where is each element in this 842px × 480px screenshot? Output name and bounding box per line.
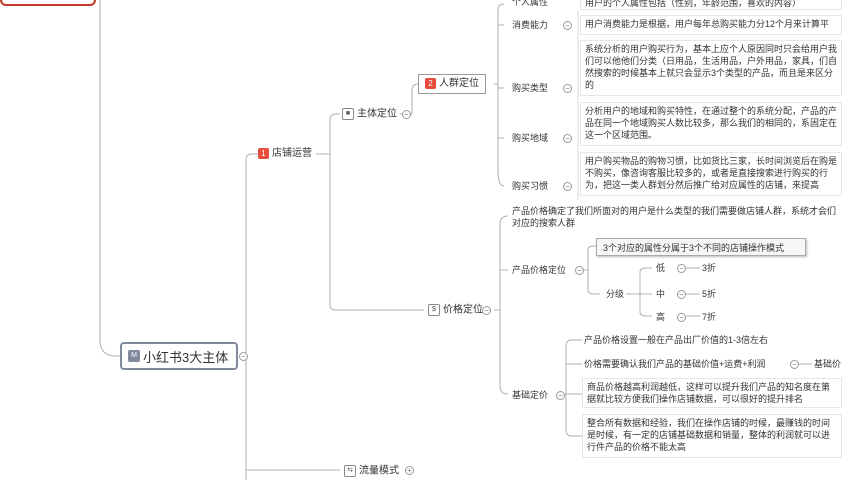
flow-icon: ⇆ [344,465,356,477]
grade-discount-low[interactable]: 3折 [702,263,717,273]
grade-level-mid[interactable]: 中 [656,289,666,299]
node-product-price[interactable]: 产品价格定位 [512,265,567,275]
row-label-purchase-habit[interactable]: 购买习惯 [512,181,549,191]
target-icon: ■ [342,108,354,120]
collapse-toggle-consumption[interactable]: − [563,21,572,30]
node-base-pricing[interactable]: 基础定价 [512,390,549,400]
row-text-purchase-type: 系统分析的用户购买行为，基本上应个人原因同时只会给用户我们可以他他们分类（日用品… [580,40,842,96]
root-node[interactable]: M 小红书3大主体 [120,342,238,370]
row-label-consumption[interactable]: 消费能力 [512,20,549,30]
selected-node-edge[interactable] [0,0,96,6]
collapse-toggle-main[interactable]: − [402,110,411,119]
collapse-toggle-traffic[interactable]: + [405,466,414,475]
number-badge-1: 1 [258,148,269,159]
collapse-toggle-purchase-habit[interactable]: − [563,182,572,191]
price-icon: $ [428,304,440,316]
collapse-toggle-base-pricing[interactable]: − [556,391,565,400]
collapse-toggle-low[interactable]: − [677,264,686,273]
grade-level-high[interactable]: 高 [656,312,666,322]
base-price-item-1: 产品价格设置一般在产品出厂价值的1-3倍左右 [584,335,769,345]
node-traffic-label: 流量模式 [359,465,399,477]
row-label-purchase-region[interactable]: 购买地域 [512,133,549,143]
row-text-personal: 用户的个人属性包括（性别，年龄范围，喜欢的内容） [580,0,842,10]
row-label-personal[interactable]: 个人属性 [512,0,549,7]
collapse-toggle-high[interactable]: − [677,313,686,322]
node-main-positioning[interactable]: ■主体定位 [342,108,397,121]
base-price-item-4: 整合所有数据和经验，我们在操作店铺的时候，最赚钱的时间是时候，有一定的店铺基础数… [582,414,842,458]
collapse-toggle-root[interactable]: − [239,352,248,361]
collapse-toggle-purchase-type[interactable]: − [563,84,572,93]
grade-level-low[interactable]: 低 [656,263,666,273]
collapse-toggle-price[interactable]: − [482,306,491,315]
mindmap-icon: M [128,350,140,362]
node-crowd-label: 人群定位 [439,78,479,90]
row-text-purchase-habit: 用户购买物品的购物习惯，比如货比三家，长时间浏览后在购是不购买，像咨询客服比较多… [580,152,842,196]
collapse-toggle-purchase-region[interactable]: − [563,134,572,143]
price-intro-text: 产品价格确定了我们所面对的用户是什么类型的我们需要做店铺人群，系统才会们对应的搜… [512,206,837,228]
grade-discount-high[interactable]: 7折 [702,312,717,322]
row-text-consumption: 用户消费能力是根据，用户每年总购买能力分12个月来计算平 [580,15,842,35]
collapse-toggle-base-item-2[interactable]: − [790,360,799,369]
row-label-purchase-type[interactable]: 购买类型 [512,83,549,93]
highlight-note[interactable]: 3个对应的属性分属于3个不同的店铺操作模式 [596,238,806,256]
collapse-toggle-product-price[interactable]: − [575,266,584,275]
base-price-item-2: 价格需要确认我们产品的基础价值+运费+利润 [584,359,766,369]
node-price-positioning[interactable]: $价格定位 [428,304,483,317]
row-text-purchase-region: 分析用户的地域和购买特性，在通过整个的系统分配，产品的产品在同一个地域购买人数比… [580,102,842,146]
node-main-positioning-label: 主体定位 [357,108,397,120]
base-price-sub: 基础价 [814,359,842,369]
node-price-label: 价格定位 [443,304,483,316]
number-badge-2: 2 [425,78,436,89]
node-traffic-mode[interactable]: ⇆流量模式 [344,465,399,478]
collapse-toggle-mid[interactable]: − [677,290,686,299]
node-store-label: 店铺运营 [272,148,312,160]
grade-discount-mid[interactable]: 5折 [702,289,717,299]
root-label: 小红书3大主体 [143,349,229,365]
grade-label[interactable]: 分级 [606,289,625,299]
base-price-item-3: 商品价格越高利润越低，这样可以提升我们产品的知名度在第据就比较方便我们操作店铺数… [582,378,842,408]
